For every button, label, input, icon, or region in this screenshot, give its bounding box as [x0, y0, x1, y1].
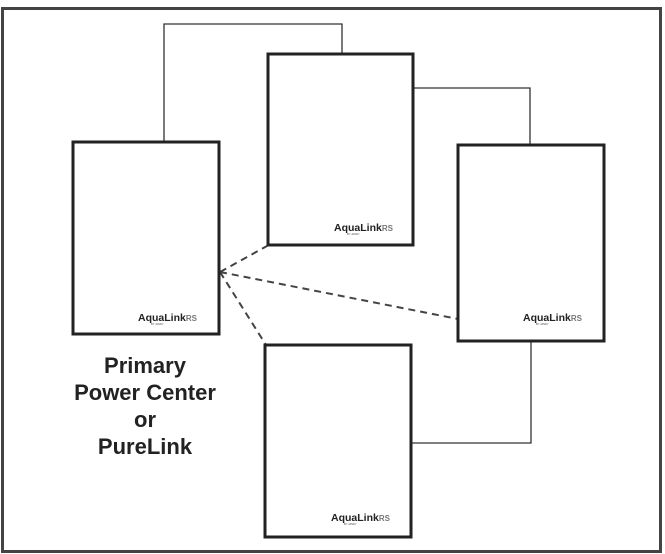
unit-bottom: AquaLinkRS BY JANDY: [263, 343, 413, 539]
connector-primary-to-top: [163, 23, 343, 142]
unit-primary-brand-sub: BY JANDY: [151, 322, 164, 326]
unit-right-brand-sub: BY JANDY: [536, 322, 549, 326]
unit-primary-brand: AquaLinkRS: [138, 312, 198, 324]
unit-right-brand: AquaLinkRS: [523, 312, 583, 324]
unit-bottom-box: [263, 343, 413, 539]
connector-top-to-right: [413, 87, 531, 145]
unit-right: AquaLinkRS BY JANDY: [456, 143, 606, 343]
caption-line-1: Primary: [104, 353, 186, 378]
caption-line-2: Power Center: [74, 380, 216, 405]
unit-right-box: [456, 143, 606, 343]
primary-unit-caption: Primary Power Center or PureLink: [40, 352, 250, 460]
unit-top: AquaLinkRS BY JANDY: [266, 52, 415, 247]
caption-line-3: or: [134, 407, 156, 432]
unit-top-brand: AquaLinkRS: [334, 222, 394, 234]
dashed-link-to-right: [219, 271, 459, 320]
unit-bottom-brand-sub: BY JANDY: [344, 522, 357, 526]
unit-top-box: [266, 52, 415, 247]
caption-line-4: PureLink: [97, 434, 193, 459]
unit-primary: AquaLinkRS BY JANDY: [71, 140, 221, 336]
unit-top-brand-sub: BY JANDY: [347, 232, 360, 236]
unit-primary-box: [71, 140, 221, 336]
connector-right-to-bottom: [411, 341, 532, 444]
dashed-link-to-bottom: [219, 271, 267, 346]
diagram-border: [1, 7, 662, 553]
dashed-link-to-top: [219, 245, 268, 273]
unit-bottom-brand: AquaLinkRS: [331, 512, 391, 524]
